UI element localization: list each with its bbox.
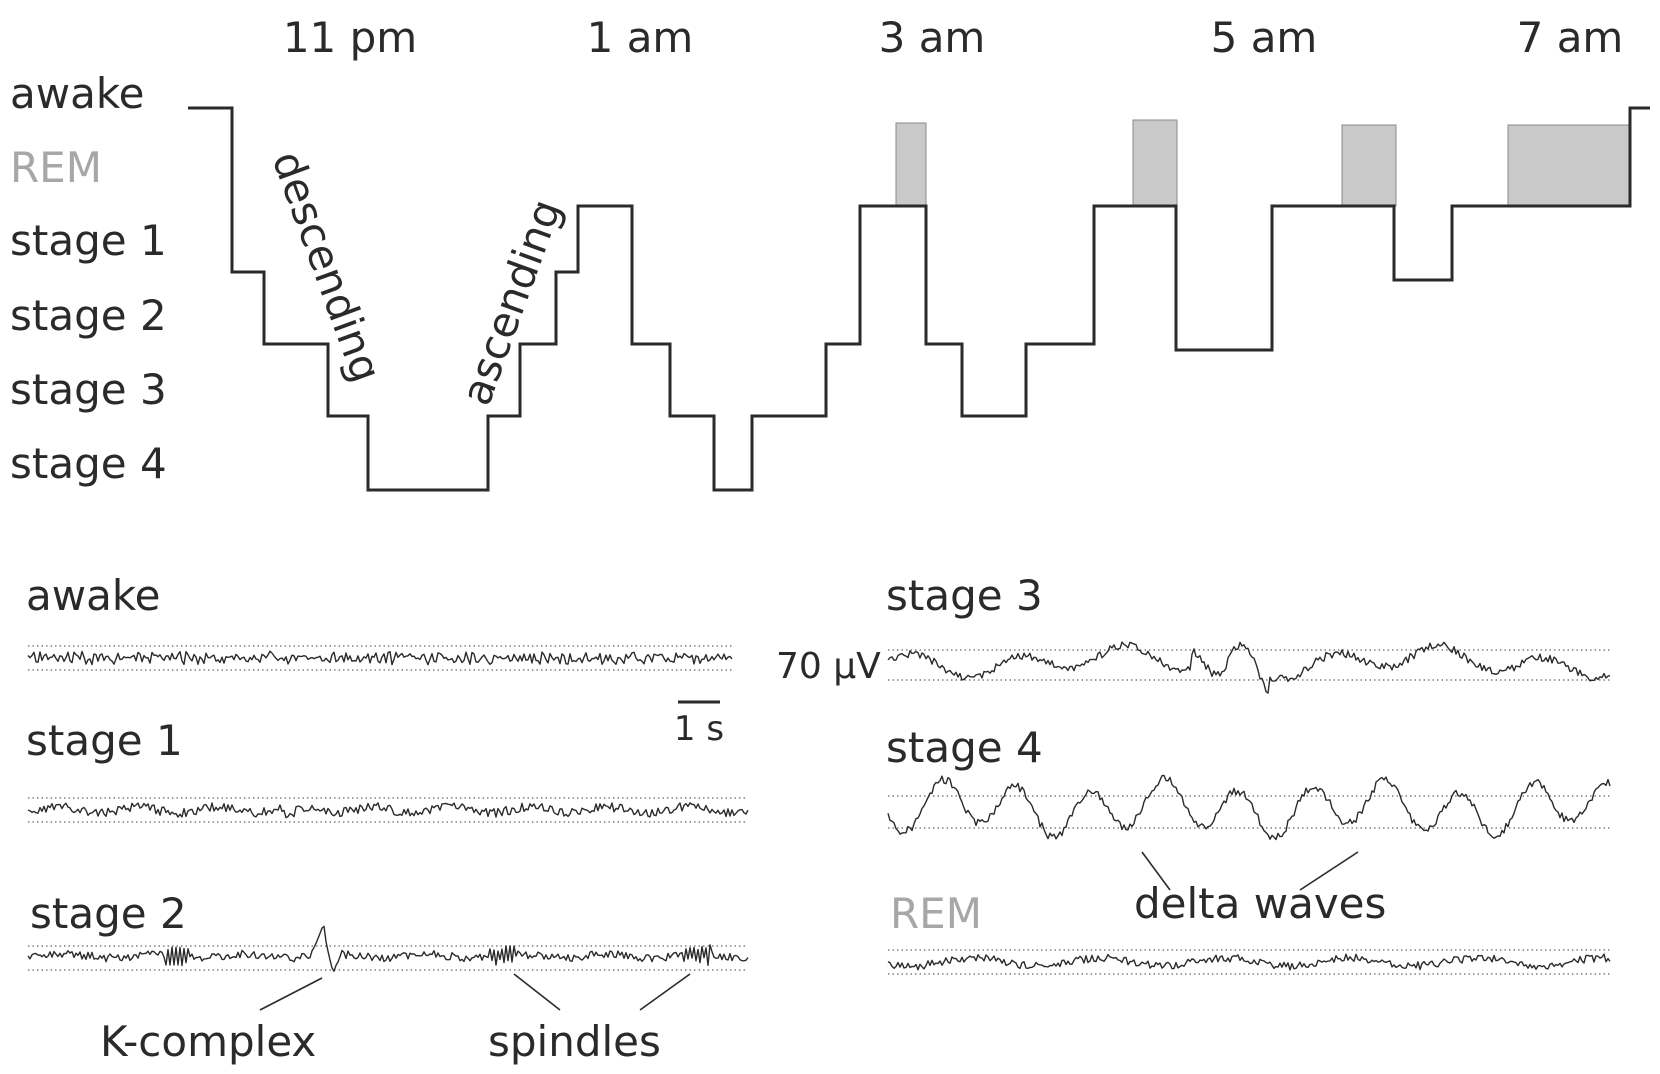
- eeg-title-rem: REM: [890, 889, 982, 938]
- delta-pointer-left: [1141, 851, 1171, 891]
- time-axis-labels: 11 pm 1 am 3 am 5 am 7 am: [283, 13, 1624, 62]
- eeg-trace-stage2: [27, 925, 749, 972]
- eeg-trace-rem: [887, 953, 1611, 971]
- time-scale-label: 1 s: [674, 709, 724, 749]
- stage-label-rem: REM: [10, 143, 102, 192]
- eeg-trace-stage3: [887, 641, 1611, 694]
- eeg-title-stage2: stage 2: [30, 889, 187, 938]
- rem-period-1: [895, 122, 927, 207]
- rem-period-2: [1132, 119, 1178, 207]
- eeg-titles: awake stage 1 stage 2 stage 3 stage 4 RE…: [26, 571, 1043, 938]
- eeg-reference-lines: [28, 645, 1610, 975]
- eeg-annotations: K-complex spindles delta waves: [100, 851, 1386, 1066]
- eeg-title-stage4: stage 4: [886, 723, 1043, 772]
- kcomplex-label: K-complex: [100, 1017, 316, 1066]
- kcomplex-pointer: [259, 977, 323, 1011]
- rem-period-3: [1341, 124, 1397, 207]
- ascending-label: ascending: [451, 193, 571, 412]
- stage-label-stage2: stage 2: [10, 291, 167, 340]
- time-label-7am: 7 am: [1517, 13, 1624, 62]
- eeg-title-stage3: stage 3: [886, 571, 1043, 620]
- spindles-pointer-left: [513, 973, 561, 1011]
- eeg-traces: [27, 641, 1611, 972]
- spindles-pointer-right: [639, 973, 691, 1011]
- time-label-1am: 1 am: [587, 13, 694, 62]
- stage-label-stage3: stage 3: [10, 365, 167, 414]
- amplitude-scale-label: 70 μV: [776, 646, 881, 687]
- eeg-title-awake: awake: [26, 571, 161, 620]
- stage-label-awake: awake: [10, 69, 145, 118]
- delta-pointer-right: [1299, 851, 1359, 891]
- rem-period-4: [1507, 124, 1631, 207]
- stage-label-stage4: stage 4: [10, 439, 167, 488]
- eeg-trace-stage4: [887, 774, 1611, 841]
- time-label-11pm: 11 pm: [283, 13, 417, 62]
- spindles-label: spindles: [488, 1017, 661, 1066]
- eeg-title-stage1: stage 1: [26, 716, 183, 765]
- hypnogram-line: [188, 106, 1650, 492]
- stage-axis-labels: awake REM stage 1 stage 2 stage 3 stage …: [10, 69, 167, 488]
- time-label-3am: 3 am: [879, 13, 986, 62]
- time-label-5am: 5 am: [1211, 13, 1318, 62]
- stage-label-stage1: stage 1: [10, 216, 167, 265]
- eeg-trace-stage1: [27, 802, 749, 819]
- eeg-trace-awake: [27, 650, 733, 666]
- delta-waves-label: delta waves: [1134, 879, 1386, 928]
- rem-periods: [895, 119, 1631, 207]
